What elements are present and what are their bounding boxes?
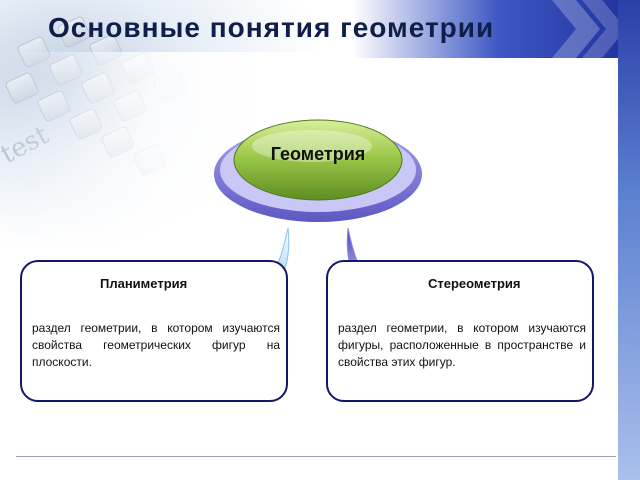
stereometry-title: Стереометрия xyxy=(428,276,521,291)
planimetry-card: Планиметрия раздел геометрии, в котором … xyxy=(20,260,288,402)
planimetry-description: раздел геометрии, в котором изучаются св… xyxy=(32,321,280,369)
header-bar xyxy=(0,0,640,58)
planimetry-title: Планиметрия xyxy=(100,276,188,291)
footer-divider xyxy=(16,456,616,457)
geometry-center-node: Геометрия xyxy=(212,112,424,224)
stereometry-description: раздел геометрии, в котором изучаются фи… xyxy=(338,321,586,369)
right-decorative-stripe xyxy=(618,0,640,480)
center-node-label: Геометрия xyxy=(270,144,366,164)
page-title: Основные понятия геометрии xyxy=(48,12,495,43)
stereometry-card: Стереометрия раздел геометрии, в котором… xyxy=(326,260,594,402)
chevron-decoration-icon xyxy=(552,0,626,58)
center-button-shape xyxy=(214,119,422,222)
